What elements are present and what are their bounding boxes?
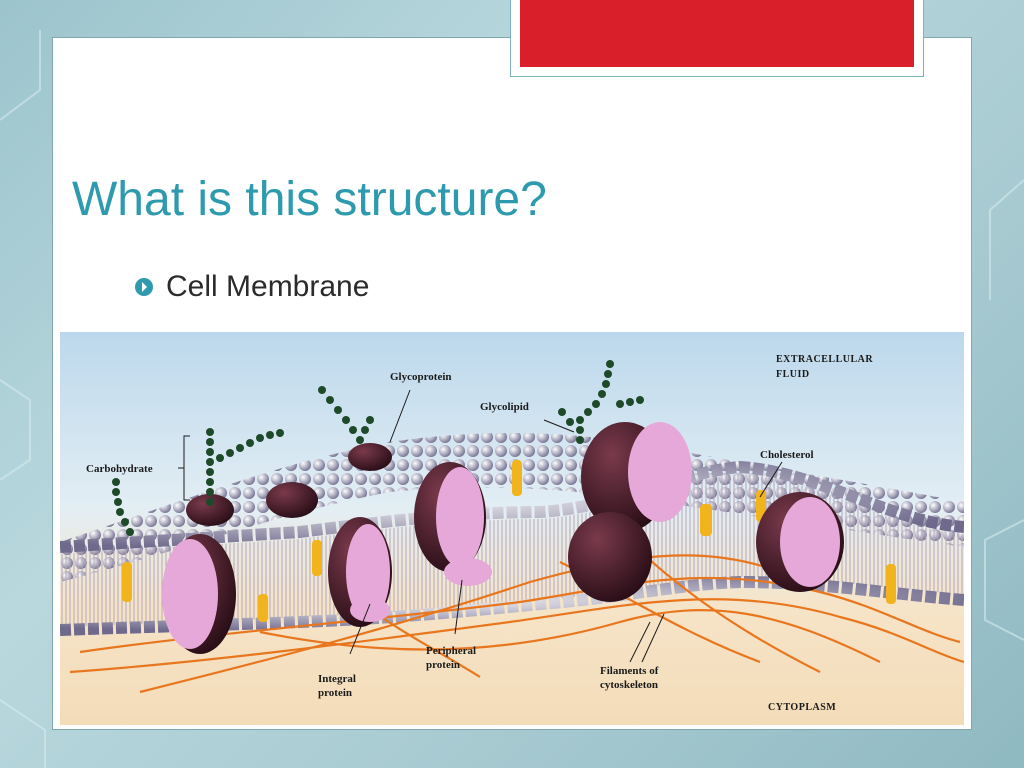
carbohydrate-chains	[112, 360, 644, 536]
cytoskeleton-filaments	[69, 531, 964, 694]
label-filaments: Filaments of	[600, 665, 659, 677]
label-cholesterol: Cholesterol	[760, 449, 814, 461]
cholesterol-molecules	[122, 460, 896, 622]
label-integral: Integral	[318, 673, 356, 685]
bullet-item: Cell Membrane	[134, 270, 369, 304]
accent-bar	[520, 0, 914, 67]
integral-proteins	[162, 422, 844, 654]
label-leader-lines	[178, 389, 783, 663]
bilayer-top-surface	[60, 432, 964, 582]
outer-leaflet-heads	[60, 460, 964, 553]
bullet-text: Cell Membrane	[166, 270, 370, 303]
circle-arrow-bullet-icon	[135, 278, 153, 296]
peripheral-proteins	[350, 558, 492, 622]
label-carbohydrate: Carbohydrate	[86, 463, 153, 475]
label-glycoprotein: Glycoprotein	[390, 371, 452, 383]
label-peripheral: Peripheral	[426, 645, 476, 657]
label-filaments-cytoskeleton: cytoskeleton	[600, 679, 658, 691]
slide-title: What is this structure?	[72, 173, 547, 226]
label-peripheral-protein: protein	[426, 659, 460, 671]
label-extracellular-fluid: fluid	[776, 369, 810, 380]
cell-membrane-diagram: Extracellular fluid Glycoprotein Glycoli…	[60, 332, 964, 725]
label-cytoplasm: Cytoplasm	[768, 702, 836, 713]
label-integral-protein: protein	[318, 687, 352, 699]
label-extracellular: Extracellular	[776, 354, 873, 365]
lipid-tails	[60, 474, 964, 627]
label-glycolipid: Glycolipid	[480, 401, 529, 413]
